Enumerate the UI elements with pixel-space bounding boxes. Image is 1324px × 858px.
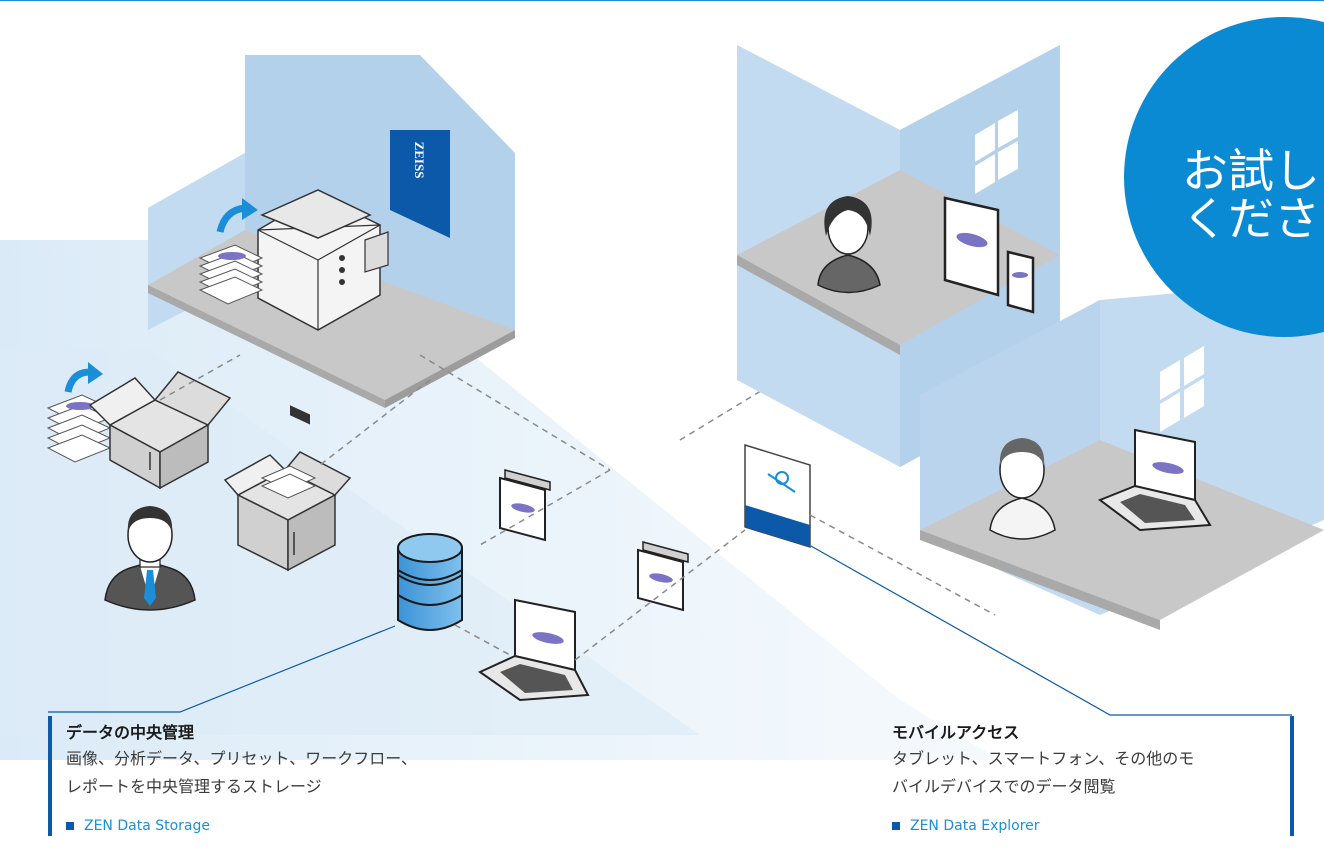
callout-title: モバイルアクセス bbox=[892, 723, 1020, 742]
zeiss-logo: ZEISS bbox=[390, 130, 450, 238]
window-icon bbox=[975, 110, 1018, 194]
zen-data-explorer-link[interactable]: ZEN Data Explorer bbox=[892, 817, 1294, 835]
bullet-square-icon bbox=[66, 822, 74, 830]
callout-description-line1: 画像、分析データ、プリセット、ワークフロー、 bbox=[66, 749, 418, 768]
badge-text-line2: ください bbox=[1182, 192, 1324, 246]
cardboard-box-icon bbox=[88, 371, 232, 490]
callout-description-line1: タブレット、スマートフォン、その他のモ bbox=[892, 749, 1195, 768]
central-management-callout: データの中央管理 画像、分析データ、プリセット、ワークフロー、 レポートを中央管… bbox=[48, 716, 588, 836]
callout-title: データの中央管理 bbox=[66, 723, 195, 742]
link-text[interactable]: ZEN Data Storage bbox=[84, 818, 211, 834]
mobile-access-callout: モバイルアクセス タブレット、スマートフォン、その他のモ バイルデバイスでのデー… bbox=[874, 716, 1294, 836]
callout-accent-bar bbox=[48, 716, 52, 836]
dashed-connectors bbox=[159, 354, 996, 661]
folder-icon bbox=[637, 541, 689, 612]
man-user-icon bbox=[989, 438, 1056, 540]
refresh-arrow-icon bbox=[64, 362, 103, 393]
bullet-square-icon bbox=[892, 822, 900, 830]
businessman-icon bbox=[104, 506, 196, 611]
callout-description-line2: バイルデバイスでのデータ閲覧 bbox=[892, 777, 1116, 796]
top-border bbox=[0, 0, 1324, 1]
folder-icon bbox=[499, 469, 551, 542]
slide-scanner-icon bbox=[257, 189, 389, 425]
zeiss-software-card-icon bbox=[744, 443, 811, 549]
database-icon bbox=[397, 533, 463, 631]
callout-accent-bar bbox=[1290, 716, 1294, 836]
window-icon bbox=[1160, 346, 1204, 432]
zen-data-storage-link[interactable]: ZEN Data Storage bbox=[66, 817, 588, 835]
tablet-icon bbox=[943, 196, 1000, 297]
slide-stack-icon bbox=[198, 244, 264, 305]
link-text[interactable]: ZEN Data Explorer bbox=[910, 818, 1040, 834]
refresh-arrow-icon bbox=[216, 198, 258, 233]
callout-description-line2: レポートを中央管理するストレージ bbox=[66, 777, 322, 796]
svg-text:ZEISS: ZEISS bbox=[412, 142, 427, 179]
smartphone-icon bbox=[1006, 250, 1035, 314]
callout-leaders bbox=[48, 545, 1292, 716]
laptop-icon bbox=[477, 598, 590, 702]
badge-text-line1: お試し bbox=[1182, 144, 1320, 198]
cardboard-box-icon bbox=[223, 451, 352, 572]
laptop-icon bbox=[1097, 428, 1212, 532]
woman-user-icon bbox=[817, 196, 881, 294]
